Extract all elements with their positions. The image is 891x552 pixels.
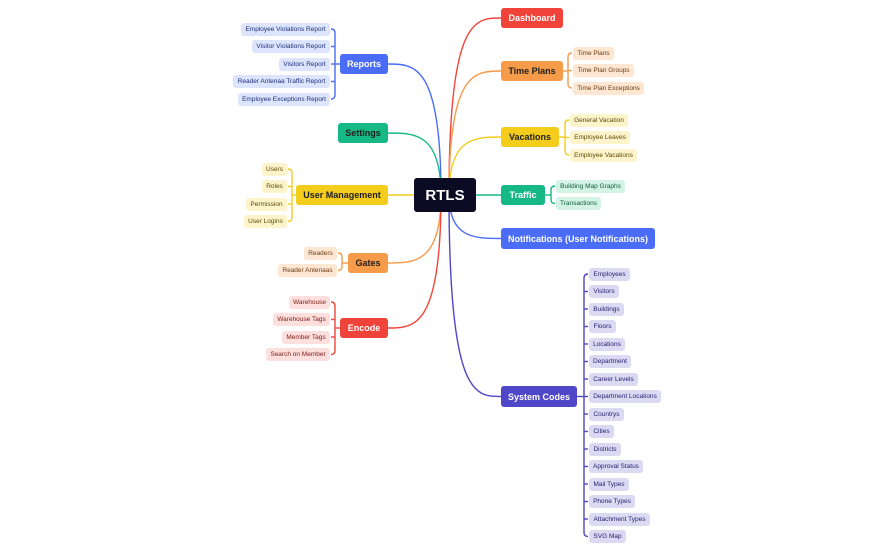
leaf-spine-system-codes [583, 273, 589, 538]
edge-dashboard [448, 17, 502, 196]
branch-gates[interactable]: Gates [348, 253, 388, 273]
leaf-time-plans-item[interactable]: Time Plans [573, 46, 614, 60]
leaf-encode-item[interactable]: Warehouse Tags [273, 313, 330, 326]
branch-encode[interactable]: Encode [340, 318, 388, 338]
leaf-system-codes-item[interactable]: Locations [589, 337, 625, 351]
edge-reports [387, 63, 442, 196]
leaf-system-codes-item[interactable]: SVG Map [589, 530, 626, 543]
branch-time-plans[interactable]: Time Plans [501, 61, 563, 81]
edge-settings [387, 132, 442, 196]
leaf-vacations-item[interactable]: General Vacation [570, 113, 628, 127]
branch-user-management[interactable]: User Management [296, 185, 388, 205]
leaf-reports-item[interactable]: Employee Exceptions Report [238, 92, 330, 106]
leaf-reports-item[interactable]: Visitors Report [279, 57, 330, 71]
leaf-encode-item[interactable]: Member Tags [282, 330, 330, 344]
leaf-spine-encode [330, 301, 336, 356]
leaf-system-codes-item[interactable]: Mail Types [589, 477, 629, 491]
leaf-reports-item[interactable]: Employee Violations Report [241, 22, 330, 36]
leaf-user-management-item[interactable]: Roles [262, 180, 287, 193]
leaf-system-codes-item[interactable]: Floors [589, 320, 616, 333]
leaf-spine-user-management [287, 168, 293, 223]
branch-dashboard[interactable]: Dashboard [501, 8, 563, 28]
leaf-vacations-item[interactable]: Employee Leaves [570, 131, 630, 144]
edge-time-plans [448, 70, 502, 196]
leaf-system-codes-item[interactable]: Visitors [589, 285, 619, 298]
leaf-system-codes-item[interactable]: Cities [589, 425, 614, 438]
branch-vacations[interactable]: Vacations [501, 127, 559, 147]
leaf-gates-item[interactable]: Reader Antenaas [278, 264, 337, 277]
branch-reports[interactable]: Reports [340, 54, 388, 74]
edge-gates [387, 194, 442, 264]
leaf-traffic-item[interactable]: Transactions [556, 197, 601, 210]
leaf-system-codes-item[interactable]: Department Locations [589, 390, 661, 403]
leaf-gates-item[interactable]: Readers [304, 246, 337, 260]
leaf-user-management-item[interactable]: Users [262, 162, 287, 176]
leaf-system-codes-item[interactable]: Phone Types [589, 495, 635, 508]
leaf-reports-item[interactable]: Visitor Violations Report [252, 40, 330, 53]
leaf-reports-item[interactable]: Reader Antenaa Traffic Report [233, 75, 330, 88]
leaf-system-codes-item[interactable]: Career Levels [589, 372, 638, 386]
leaf-system-codes-item[interactable]: Approval Status [589, 460, 643, 473]
leaf-encode-item[interactable]: Warehouse [289, 295, 330, 309]
branch-settings[interactable]: Settings [338, 123, 388, 143]
leaf-spine-gates [337, 252, 343, 272]
edge-encode [387, 194, 442, 329]
leaf-system-codes-item[interactable]: Countrys [589, 407, 624, 421]
leaf-user-management-item[interactable]: Permission [246, 197, 287, 211]
leaf-user-management-item[interactable]: User Logins [244, 215, 287, 228]
leaf-time-plans-item[interactable]: Time Plan Exceptions [573, 81, 644, 95]
leaf-traffic-item[interactable]: Building Map Graphs [556, 179, 625, 193]
leaf-system-codes-item[interactable]: Attachment Types [589, 512, 650, 526]
leaf-system-codes-item[interactable]: Districts [589, 442, 621, 456]
leaf-system-codes-item[interactable]: Buildings [589, 302, 624, 316]
edge-system-codes [448, 194, 502, 398]
branch-notifications[interactable]: Notifications (User Notifications) [501, 228, 655, 249]
leaf-system-codes-item[interactable]: Department [589, 355, 631, 368]
branch-traffic[interactable]: Traffic [501, 185, 545, 205]
center-node-rtls[interactable]: RTLS [414, 178, 476, 212]
leaf-encode-item[interactable]: Search on Member [266, 348, 330, 361]
leaf-spine-traffic [550, 185, 556, 205]
leaf-system-codes-item[interactable]: Employees [589, 267, 630, 281]
leaf-vacations-item[interactable]: Employee Vacations [570, 148, 637, 162]
branch-system-codes[interactable]: System Codes [501, 386, 577, 407]
leaf-time-plans-item[interactable]: Time Plan Groups [573, 64, 634, 77]
